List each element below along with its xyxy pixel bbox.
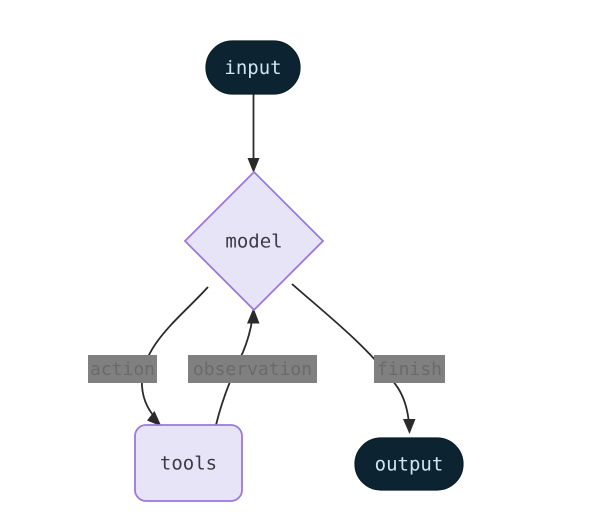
edge-model-to-tools-arrowhead [147,411,162,427]
node-tools-shape [134,424,243,502]
edge-label-observation-text: observation [193,359,312,380]
edge-label-action-bg [88,355,157,383]
edge-tools-to-model-path [215,317,254,426]
edge-label-finish-bg [374,355,445,383]
edge-input-to-model[interactable] [247,94,260,173]
edge-tools-to-model-arrowhead [247,308,260,324]
node-output[interactable]: output [354,437,464,491]
edge-label-finish-text: finish [377,359,442,380]
edge-label-observation[interactable]: observation [188,355,317,383]
node-input[interactable]: input [205,40,301,95]
edge-label-action-text: action [90,359,155,380]
node-output-shape [354,437,464,491]
node-input-label: input [224,57,281,79]
edge-label-action[interactable]: action [88,355,157,383]
node-group: input model tools output [134,40,464,502]
edge-label-observation-bg [188,355,317,383]
node-model[interactable]: model [183,170,325,312]
node-model-label: model [225,231,282,253]
edge-input-to-model-arrowhead [247,158,260,173]
edge-model-to-output-arrowhead [403,419,416,434]
edge-tools-to-model[interactable] [215,308,260,426]
node-input-shape [205,40,301,95]
edge-label-group: action observation finish [88,355,445,383]
node-output-label: output [375,454,444,476]
edge-label-finish[interactable]: finish [374,355,445,383]
node-model-shape [183,170,325,312]
node-tools[interactable]: tools [134,424,243,502]
edge-model-to-output-path [291,283,410,425]
edge-model-to-tools-path [141,286,209,421]
node-tools-label: tools [160,453,217,475]
